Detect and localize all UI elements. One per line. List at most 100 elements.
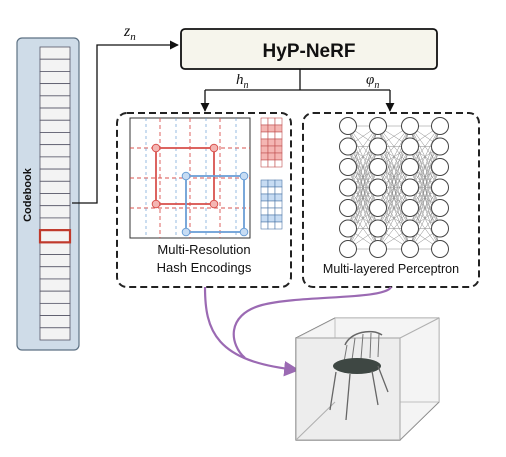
mlp-node — [401, 219, 419, 238]
hash-grid — [130, 118, 250, 238]
codebook-cell — [39, 71, 71, 85]
mlp-node — [431, 117, 449, 135]
mlp-network — [339, 117, 449, 258]
mlp-label: Multi-layered Perceptron — [323, 262, 459, 276]
mlp-node — [369, 240, 387, 258]
blue-vertex — [239, 171, 249, 181]
blue-hash-cell — [267, 221, 276, 230]
codebook-cells — [38, 46, 72, 341]
codebook-cell — [39, 229, 71, 243]
blue-hash-cell — [267, 186, 276, 195]
red-hash-cell — [260, 152, 269, 161]
blue-hash-cell — [260, 221, 269, 230]
branch-arrows — [200, 69, 395, 112]
hash-label-line1: Multi-Resolution — [157, 242, 250, 257]
codebook-cell — [39, 266, 71, 280]
mlp-edge — [377, 125, 411, 188]
mlp-node — [401, 199, 419, 217]
red-vertex — [209, 199, 219, 209]
hash-tables — [260, 117, 283, 230]
mlp-node — [369, 199, 387, 217]
mlp-node — [339, 240, 357, 258]
red-hash-cell — [267, 138, 276, 147]
mlp-edge — [347, 187, 379, 250]
codebook-cell — [39, 302, 71, 316]
red-hash-cell — [274, 159, 283, 168]
codebook-cell — [39, 241, 71, 255]
red-hash-cell — [260, 131, 269, 140]
mlp-edge — [377, 187, 411, 250]
red-hash-cell — [267, 145, 276, 154]
phin-label: φn — [366, 72, 379, 91]
blue-hash-cell — [260, 186, 269, 195]
mlp-node — [431, 158, 449, 176]
zn-arrow — [72, 40, 179, 204]
codebook-cell — [39, 83, 71, 97]
blue-hash-cell — [260, 193, 269, 202]
codebook-cell — [39, 168, 71, 182]
codebook-cell — [39, 254, 71, 268]
blue-vertex — [181, 171, 191, 181]
codebook-cell — [39, 46, 71, 60]
blue-hash-cell — [274, 186, 283, 195]
blue-hash-cell — [260, 179, 269, 188]
mlp-edge — [347, 125, 379, 188]
hash-label-line2: Hash Encodings — [157, 260, 252, 275]
red-hash-cell — [260, 159, 269, 168]
codebook-cell — [39, 156, 71, 170]
mlp-node — [369, 137, 387, 156]
blue-vertex — [181, 227, 191, 237]
red-hash-cell — [267, 131, 276, 140]
codebook-cell — [39, 278, 71, 292]
blue-hash-cell — [260, 207, 269, 216]
blue-hash-cell — [274, 207, 283, 216]
mlp-node — [339, 219, 357, 238]
mlp-node — [431, 137, 449, 156]
mlp-node — [339, 158, 357, 176]
red-hash-cell — [274, 145, 283, 154]
blue-hash-cell — [267, 207, 276, 216]
mlp-node — [431, 199, 449, 217]
hyp-nerf-title: HyP-NeRF — [263, 41, 356, 62]
blue-hash-cell — [274, 179, 283, 188]
blue-hash-cell — [274, 193, 283, 202]
blue-vertex — [239, 227, 249, 237]
red-hash-cell — [274, 138, 283, 147]
codebook-cell-selected — [38, 229, 72, 244]
red-vertex — [151, 199, 161, 209]
render-arrows — [203, 286, 392, 377]
blue-hash-cell — [267, 179, 276, 188]
red-hash-cell — [267, 124, 276, 133]
red-hash-cell — [267, 159, 276, 168]
blue-hash-cell — [267, 193, 276, 202]
zn-label: zn — [123, 23, 136, 43]
mlp-node — [401, 178, 419, 197]
mlp-node — [431, 240, 449, 258]
blue-hash-cell — [274, 221, 283, 230]
red-hash-cell — [267, 152, 276, 161]
blue-hash-cell — [267, 200, 276, 209]
blue-hash-cell — [260, 200, 269, 209]
hyp-nerf-box: HyP-NeRF — [180, 28, 438, 70]
red-vertex — [209, 143, 219, 153]
blue-cell — [185, 175, 245, 233]
mlp-node — [401, 240, 419, 258]
codebook-label: Codebook — [22, 167, 34, 222]
mlp-node — [339, 199, 357, 217]
red-vertex — [151, 143, 161, 153]
mlp-panel: Multi-layered Perceptron — [302, 112, 480, 288]
red-hash-cell — [274, 131, 283, 140]
mlp-node — [339, 178, 357, 197]
mlp-node — [369, 178, 387, 197]
blue-hash-cell — [267, 214, 276, 223]
red-hash-cell — [260, 124, 269, 133]
blue-hash-cell — [274, 200, 283, 209]
red-hash-cell — [274, 152, 283, 161]
codebook-cell — [39, 205, 71, 219]
codebook-cell — [39, 107, 71, 121]
red-hash-cell — [260, 145, 269, 154]
blue-hash-cell — [274, 214, 283, 223]
codebook-cell — [39, 95, 71, 109]
codebook-cell — [39, 315, 71, 329]
codebook-cell — [39, 119, 71, 133]
